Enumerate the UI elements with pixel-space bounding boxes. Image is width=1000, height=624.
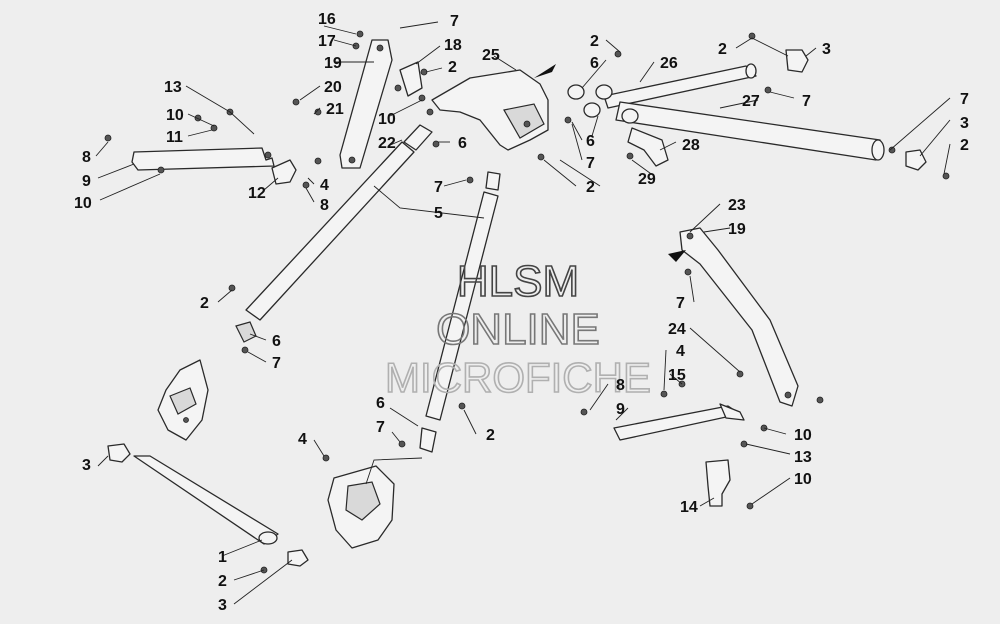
callout-21: 21	[326, 101, 344, 118]
callout-4: 4	[320, 177, 329, 194]
callout-2: 2	[586, 179, 595, 196]
watermark-line3: MICROFICHE	[385, 354, 651, 401]
callout-26: 26	[660, 55, 678, 72]
lower-center-mount	[322, 454, 423, 549]
callout-7: 7	[960, 91, 969, 108]
callout-10: 10	[166, 107, 184, 124]
callout-7: 7	[802, 93, 811, 110]
callout-7: 7	[586, 155, 595, 172]
callout-6: 6	[272, 333, 281, 350]
callout-4: 4	[298, 431, 307, 448]
callout-8: 8	[82, 149, 91, 166]
callout-2: 2	[590, 33, 599, 50]
callout-10: 10	[794, 427, 812, 444]
right-curved-brace-19	[679, 227, 824, 407]
callout-1: 1	[218, 549, 227, 566]
callout-7: 7	[450, 13, 459, 30]
callout-8: 8	[616, 377, 625, 394]
bracket-18	[399, 61, 426, 102]
callout-14: 14	[680, 499, 698, 516]
callout-3: 3	[960, 115, 969, 132]
callout-15: 15	[668, 367, 686, 384]
callout-2: 2	[486, 427, 495, 444]
callout-2: 2	[448, 59, 457, 76]
lower-left-mount	[157, 359, 209, 441]
callout-13: 13	[794, 449, 812, 466]
callout-10: 10	[378, 111, 396, 128]
callout-6: 6	[586, 133, 595, 150]
callout-25: 25	[482, 47, 500, 64]
callout-3: 3	[218, 597, 227, 614]
callout-6: 6	[458, 135, 467, 152]
callout-7: 7	[376, 419, 385, 436]
callout-4: 4	[676, 343, 685, 360]
callout-28: 28	[682, 137, 700, 154]
callout-labels: 16 17 19 20 21 10 22 7 18 2 25 13 10 11 …	[74, 11, 969, 614]
right-crossbar-9	[613, 403, 768, 448]
callout-3: 3	[822, 41, 831, 58]
callout-13: 13	[164, 79, 182, 96]
callout-27: 27	[742, 93, 760, 110]
endcap-3-right	[888, 146, 950, 180]
callout-20: 20	[324, 79, 342, 96]
tube-caps-6	[567, 84, 639, 124]
callout-23: 23	[728, 197, 746, 214]
callout-17: 17	[318, 33, 336, 50]
right-diagonal-tube-5	[398, 171, 501, 453]
callout-8: 8	[320, 197, 329, 214]
callout-12: 12	[248, 185, 266, 202]
left-diagonal-tube-5	[235, 124, 433, 354]
callout-2: 2	[960, 137, 969, 154]
watermark-line1: HLSM	[457, 257, 579, 306]
endcap-3-lower	[107, 443, 309, 574]
callout-6: 6	[376, 395, 385, 412]
callout-2: 2	[218, 573, 227, 590]
bracket-14	[705, 459, 754, 510]
callout-7: 7	[272, 355, 281, 372]
callout-19: 19	[728, 221, 746, 238]
lower-tube-1	[133, 455, 279, 545]
watermark: HLSM ONLINE MICROFICHE	[384, 256, 652, 402]
callout-10: 10	[794, 471, 812, 488]
callout-5: 5	[434, 205, 443, 222]
callout-2: 2	[200, 295, 209, 312]
callout-16: 16	[318, 11, 336, 28]
endcap-3-top	[785, 49, 809, 73]
upper-tube-26	[603, 63, 757, 109]
callout-19: 19	[324, 55, 342, 72]
leader-lines	[95, 21, 951, 605]
watermark-line2: ONLINE	[436, 305, 600, 354]
callout-29: 29	[638, 171, 656, 188]
long-tube-27	[615, 101, 885, 161]
callout-10: 10	[74, 195, 92, 212]
callout-11: 11	[166, 129, 183, 146]
callout-22: 22	[378, 135, 396, 152]
arrow-marker-top	[534, 64, 556, 78]
callout-6: 6	[590, 55, 599, 72]
left-crossbar	[131, 147, 275, 174]
center-hub-25	[431, 69, 549, 161]
arrow-marker-right	[668, 250, 686, 262]
callout-7: 7	[434, 179, 443, 196]
vertical-strap-19	[339, 39, 393, 169]
callout-3: 3	[82, 457, 91, 474]
callout-24: 24	[668, 321, 686, 338]
callout-9: 9	[616, 401, 625, 418]
callout-9: 9	[82, 173, 91, 190]
callout-2: 2	[718, 41, 727, 58]
callout-18: 18	[444, 37, 462, 54]
clamp-28	[627, 127, 669, 167]
callout-7: 7	[676, 295, 685, 312]
